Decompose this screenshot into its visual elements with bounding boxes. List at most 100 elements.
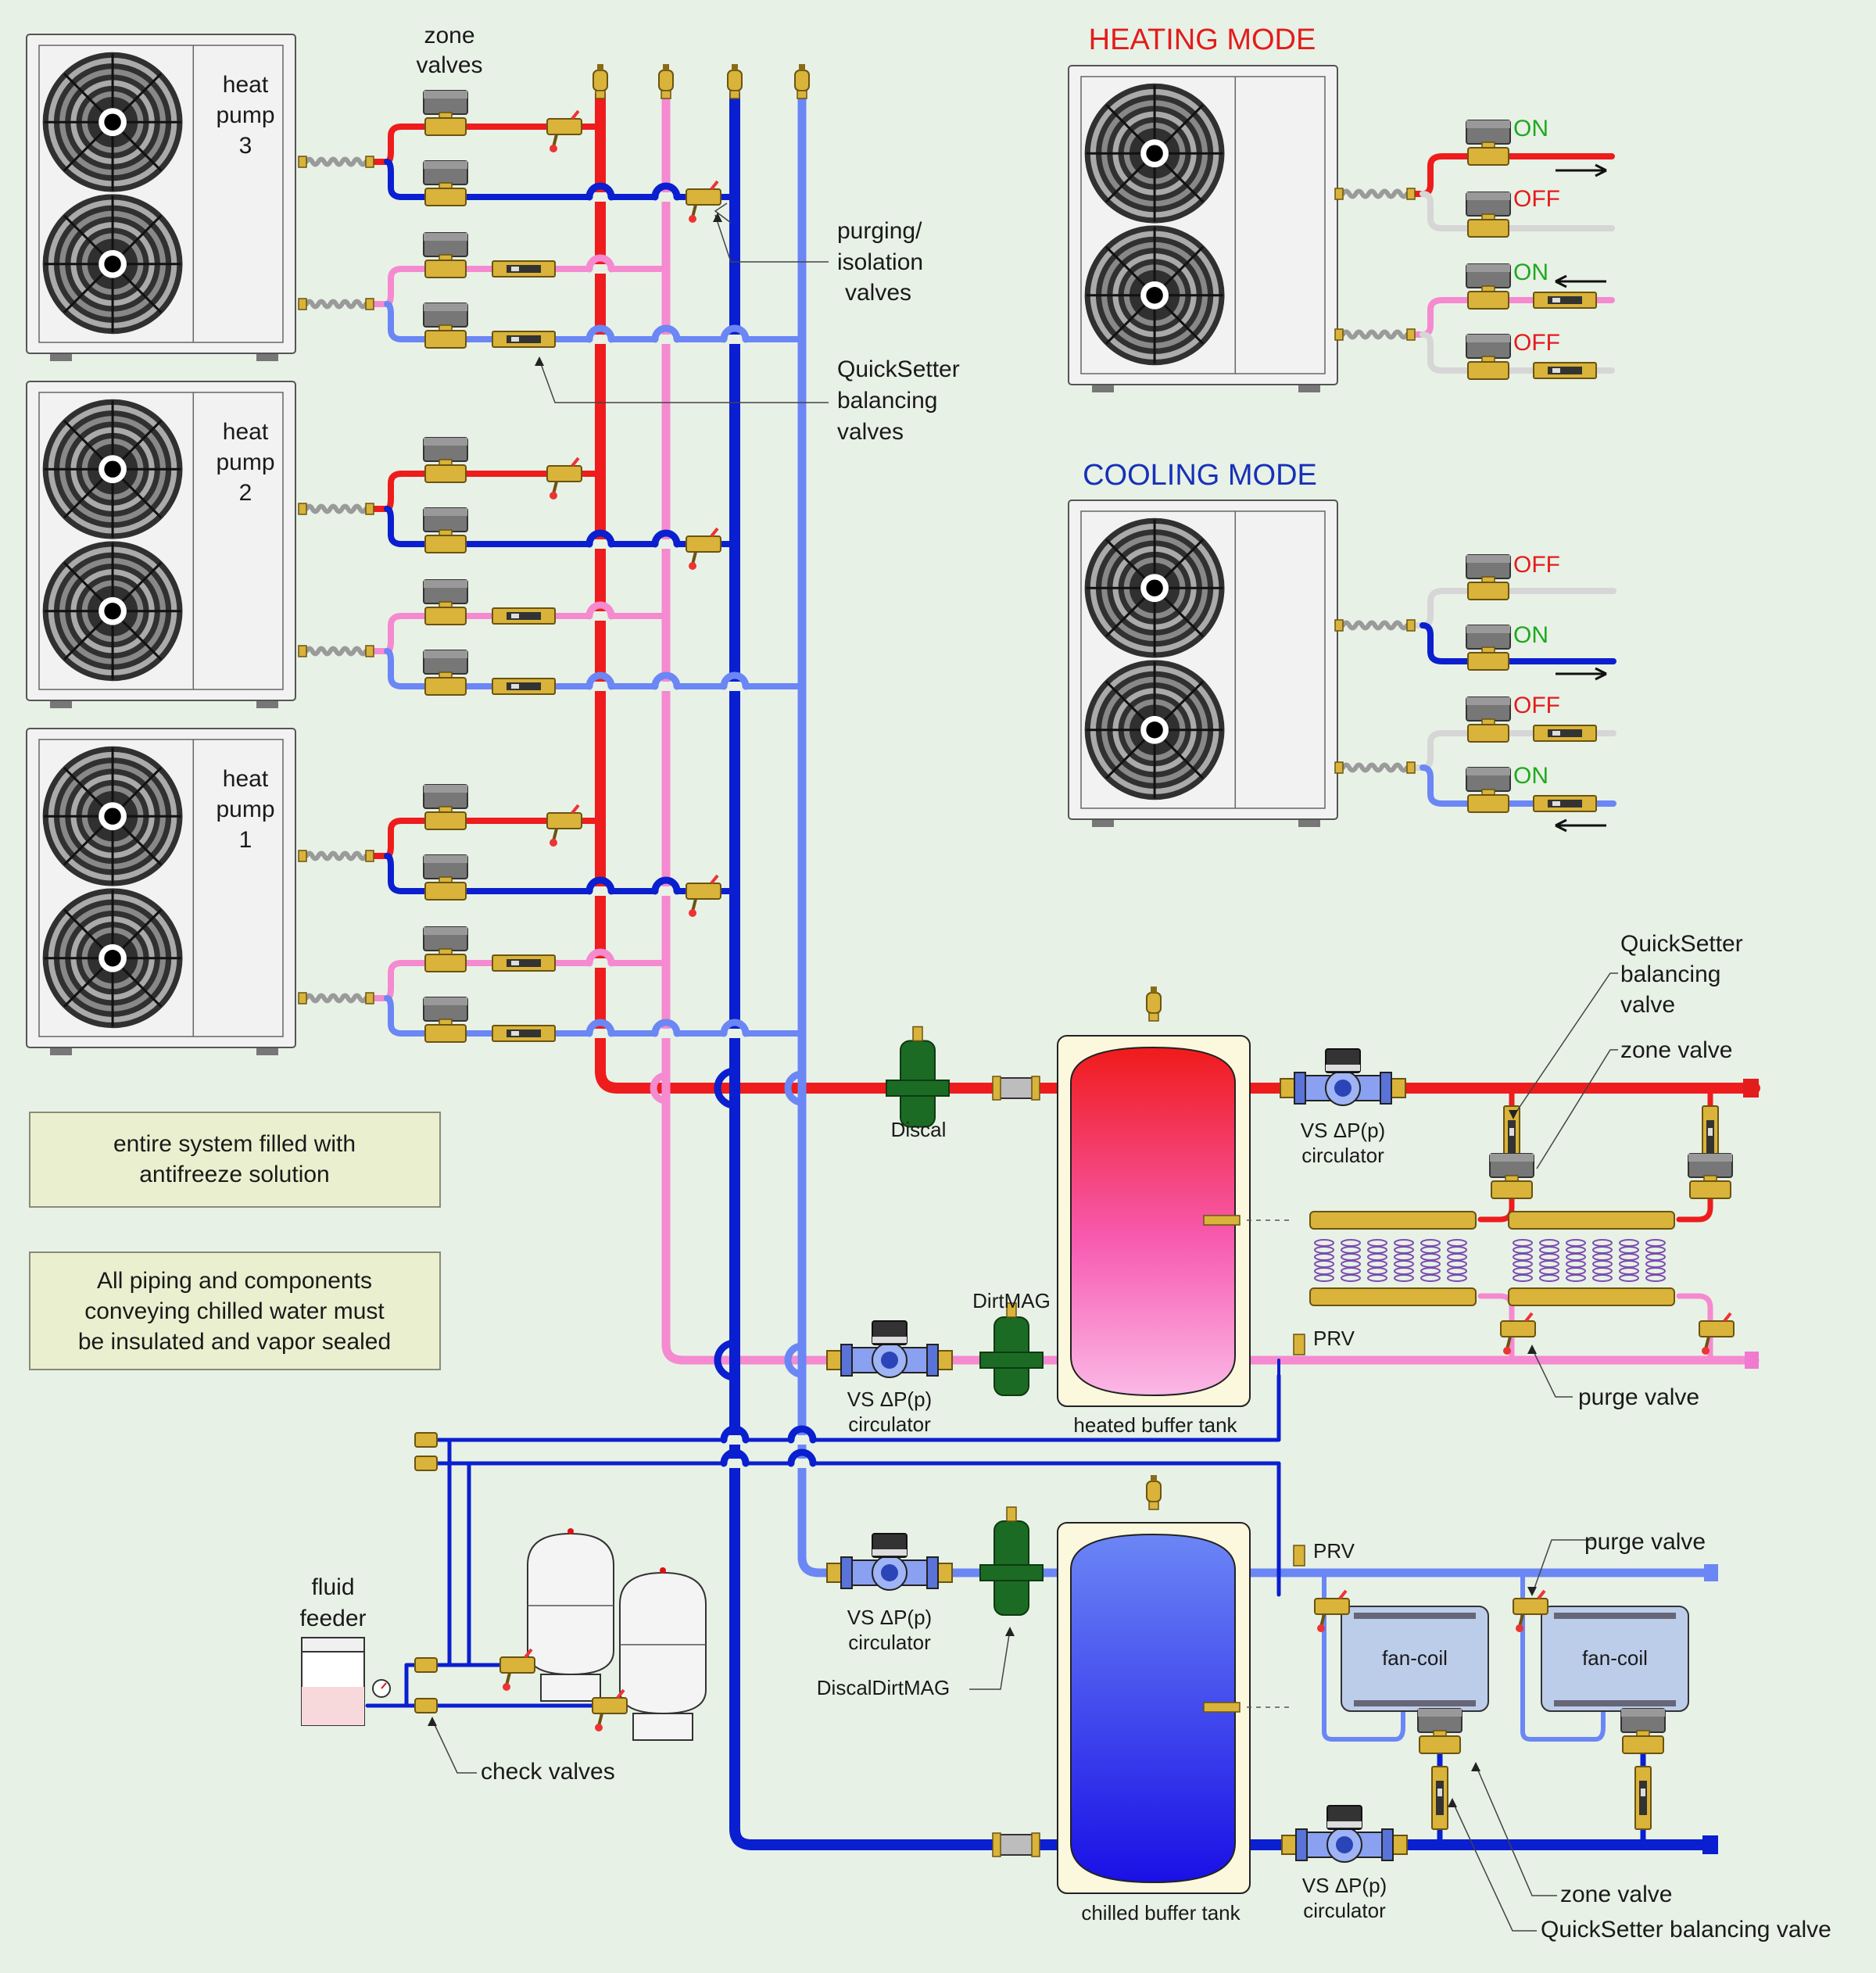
pipe <box>1520 1570 1606 1742</box>
hop-gap <box>589 682 611 691</box>
svg-text:antifreeze solution: antifreeze solution <box>139 1162 330 1187</box>
drain-cap <box>503 1683 510 1691</box>
actuator-top <box>424 855 467 863</box>
flow-indicator <box>1552 298 1560 303</box>
check-valve-icon <box>414 1698 438 1713</box>
zone-valve-icon <box>423 90 468 136</box>
flange <box>1381 1828 1394 1861</box>
pipe-cap <box>1702 1835 1718 1854</box>
control-label <box>872 1337 907 1343</box>
union-fitting <box>365 850 374 862</box>
actuator-top <box>1490 1154 1534 1162</box>
hop-gap <box>655 335 677 344</box>
hop-gap <box>791 1459 813 1468</box>
prv-valve-icon <box>1293 1334 1305 1355</box>
control-label <box>1326 1065 1360 1071</box>
header-air-vent-icon <box>658 64 674 99</box>
svg-text:VS ΔP(p): VS ΔP(p) <box>1301 1119 1385 1142</box>
pipe-hop <box>651 529 681 548</box>
zone-valve-icon <box>423 650 468 696</box>
valve-body <box>424 464 467 483</box>
floor-loop <box>1566 1274 1586 1282</box>
feeder-fluid <box>302 1687 364 1725</box>
drain-cap <box>595 1724 603 1731</box>
cooling-mode-title: COOLING MODE <box>1083 459 1317 492</box>
fan-coil-grille <box>1354 1613 1476 1619</box>
tank-shell <box>1070 1533 1236 1884</box>
valve-body <box>686 188 721 206</box>
hop-gap <box>655 886 677 896</box>
flex-connector <box>304 156 368 167</box>
pipe <box>1420 764 1616 807</box>
check-valves-label: check valves <box>481 1759 615 1785</box>
hop-gap <box>655 1029 677 1038</box>
valve-body <box>1314 1598 1350 1615</box>
pipe <box>1322 1570 1405 1742</box>
zone-valve-label-bottom: zone valve <box>1560 1882 1672 1907</box>
makeup-line <box>430 1461 1281 1597</box>
valve-body <box>546 118 582 135</box>
actuator-top <box>1466 192 1510 200</box>
check-valve-icon <box>414 1657 438 1673</box>
fan-icon <box>42 746 183 886</box>
air-valve <box>660 1567 666 1574</box>
flow-window <box>1548 800 1582 807</box>
valve-handle <box>524 1648 533 1659</box>
zone-valve-icon <box>1466 696 1511 743</box>
flow-indicator <box>1641 1789 1645 1796</box>
valve-handle <box>571 804 580 815</box>
valve-body <box>424 260 467 278</box>
flow-indicator <box>511 684 519 689</box>
fan-center <box>104 113 121 131</box>
unit-panel <box>1080 76 1326 374</box>
pipe-hop <box>585 254 615 273</box>
valve-body <box>1467 652 1509 671</box>
svg-text:entire system filled with: entire system filled with <box>113 1131 356 1157</box>
zone-valve-icon <box>1466 120 1511 166</box>
balancing-valve-icon <box>492 260 556 278</box>
pipe-hop <box>720 1448 750 1467</box>
vent-body <box>1146 992 1162 1014</box>
union-fitting <box>365 503 374 515</box>
svg-text:conveying chilled water must: conveying chilled water must <box>84 1298 385 1324</box>
piping-network <box>304 88 1760 1850</box>
union-fitting <box>1334 619 1344 632</box>
drain-cap <box>1702 1347 1710 1355</box>
valve-body <box>414 1432 438 1448</box>
valve-handle <box>1338 1589 1348 1600</box>
svg-text:isolation: isolation <box>837 249 923 275</box>
floor-loop <box>1447 1274 1467 1282</box>
pipe-hop <box>787 1448 817 1467</box>
hop-gap <box>589 264 611 274</box>
heat-pump-label: heat <box>223 766 269 792</box>
arrow-head <box>1471 1762 1480 1771</box>
flow-arrow-head <box>1555 818 1567 833</box>
fan-icon <box>1084 517 1225 658</box>
hop-gap <box>589 1029 611 1038</box>
heating-state-3: ON <box>1513 260 1548 285</box>
fan-center <box>104 950 121 967</box>
vent-cap <box>732 64 738 70</box>
purging-valve-icon <box>546 804 582 847</box>
fan-coil-grille <box>1354 1700 1476 1706</box>
zone-valve-icon <box>423 437 468 483</box>
arrow-head <box>713 213 722 222</box>
hop-gap <box>724 682 746 691</box>
fan-center <box>104 603 121 620</box>
union-fitting <box>1334 188 1344 200</box>
pipe-hop <box>585 671 615 690</box>
union-fitting <box>1406 188 1416 200</box>
prv-valve-icon <box>1293 1545 1305 1567</box>
valve-body <box>1699 1320 1735 1337</box>
flow-window <box>507 682 541 690</box>
zone-valve-icon <box>423 232 468 278</box>
flow-indicator <box>511 267 519 271</box>
valve-body <box>424 1024 467 1043</box>
heat-pump-unit <box>26 728 296 1055</box>
svg-text:VS ΔP(p): VS ΔP(p) <box>1302 1874 1387 1897</box>
pipe-crossover <box>784 1342 806 1378</box>
fan-coil-cabinet <box>1541 1606 1689 1712</box>
flow-indicator <box>1437 1789 1442 1796</box>
pipe <box>384 853 738 894</box>
pipe-hop <box>651 182 681 201</box>
